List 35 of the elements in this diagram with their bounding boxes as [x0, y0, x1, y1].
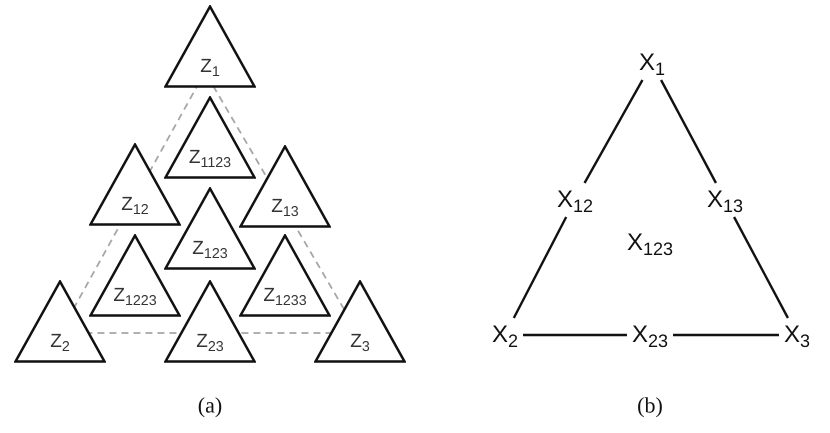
node-label: Z$_{1233}$ — [263, 286, 307, 305]
node-label: Z$_{2}$ — [50, 332, 70, 351]
variable-label: X$_{1}$ — [638, 51, 666, 75]
triangle-node — [239, 145, 331, 228]
triangle-node — [14, 280, 106, 363]
panel-label: (a) — [198, 392, 222, 420]
connector-line — [584, 79, 644, 184]
triangle-node — [164, 280, 256, 363]
triangle-node — [314, 280, 406, 363]
node-label: Z$_{23}$ — [196, 332, 224, 351]
node-label: Z$_{12}$ — [121, 195, 149, 214]
connector-line — [733, 216, 789, 319]
variable-label: X$_{23}$ — [632, 323, 668, 347]
node-label: Z$_{123}$ — [192, 239, 228, 258]
node-label: Z$_{1123}$ — [188, 148, 232, 167]
triangle-node — [89, 234, 181, 317]
variable-label: X$_{2}$ — [492, 323, 518, 347]
connector-line — [673, 334, 779, 336]
triangle-node — [164, 5, 256, 88]
triangle-node — [164, 187, 256, 270]
node-label: Z$_{1223}$ — [113, 286, 157, 305]
node-label: Z$_{13}$ — [271, 197, 299, 216]
connector-line — [660, 79, 717, 184]
connector-line — [523, 334, 627, 336]
panel-label: (b) — [637, 392, 663, 420]
variable-label: X$_{12}$ — [556, 188, 594, 212]
variable-label: X$_{13}$ — [706, 188, 744, 212]
node-label: Z$_{3}$ — [350, 332, 370, 351]
triangle-node — [89, 143, 181, 226]
triangle-node — [164, 96, 256, 179]
triangle-node — [239, 234, 331, 317]
node-label: Z$_{1}$ — [200, 57, 220, 76]
variable-label: X$_{123}$ — [626, 231, 674, 255]
variable-label: X$_{3}$ — [784, 323, 810, 347]
connector-line — [512, 216, 568, 319]
